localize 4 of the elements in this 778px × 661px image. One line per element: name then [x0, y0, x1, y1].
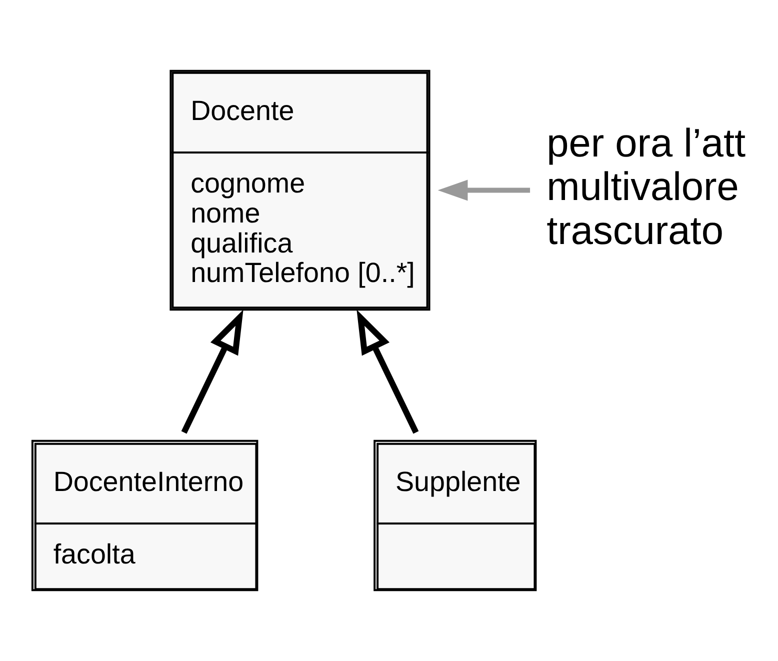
arrow: [356, 310, 419, 434]
node-text: per ora l’att multivalore trascurato: [546, 121, 746, 253]
arrow: [181, 310, 244, 434]
arrow: [438, 180, 530, 201]
